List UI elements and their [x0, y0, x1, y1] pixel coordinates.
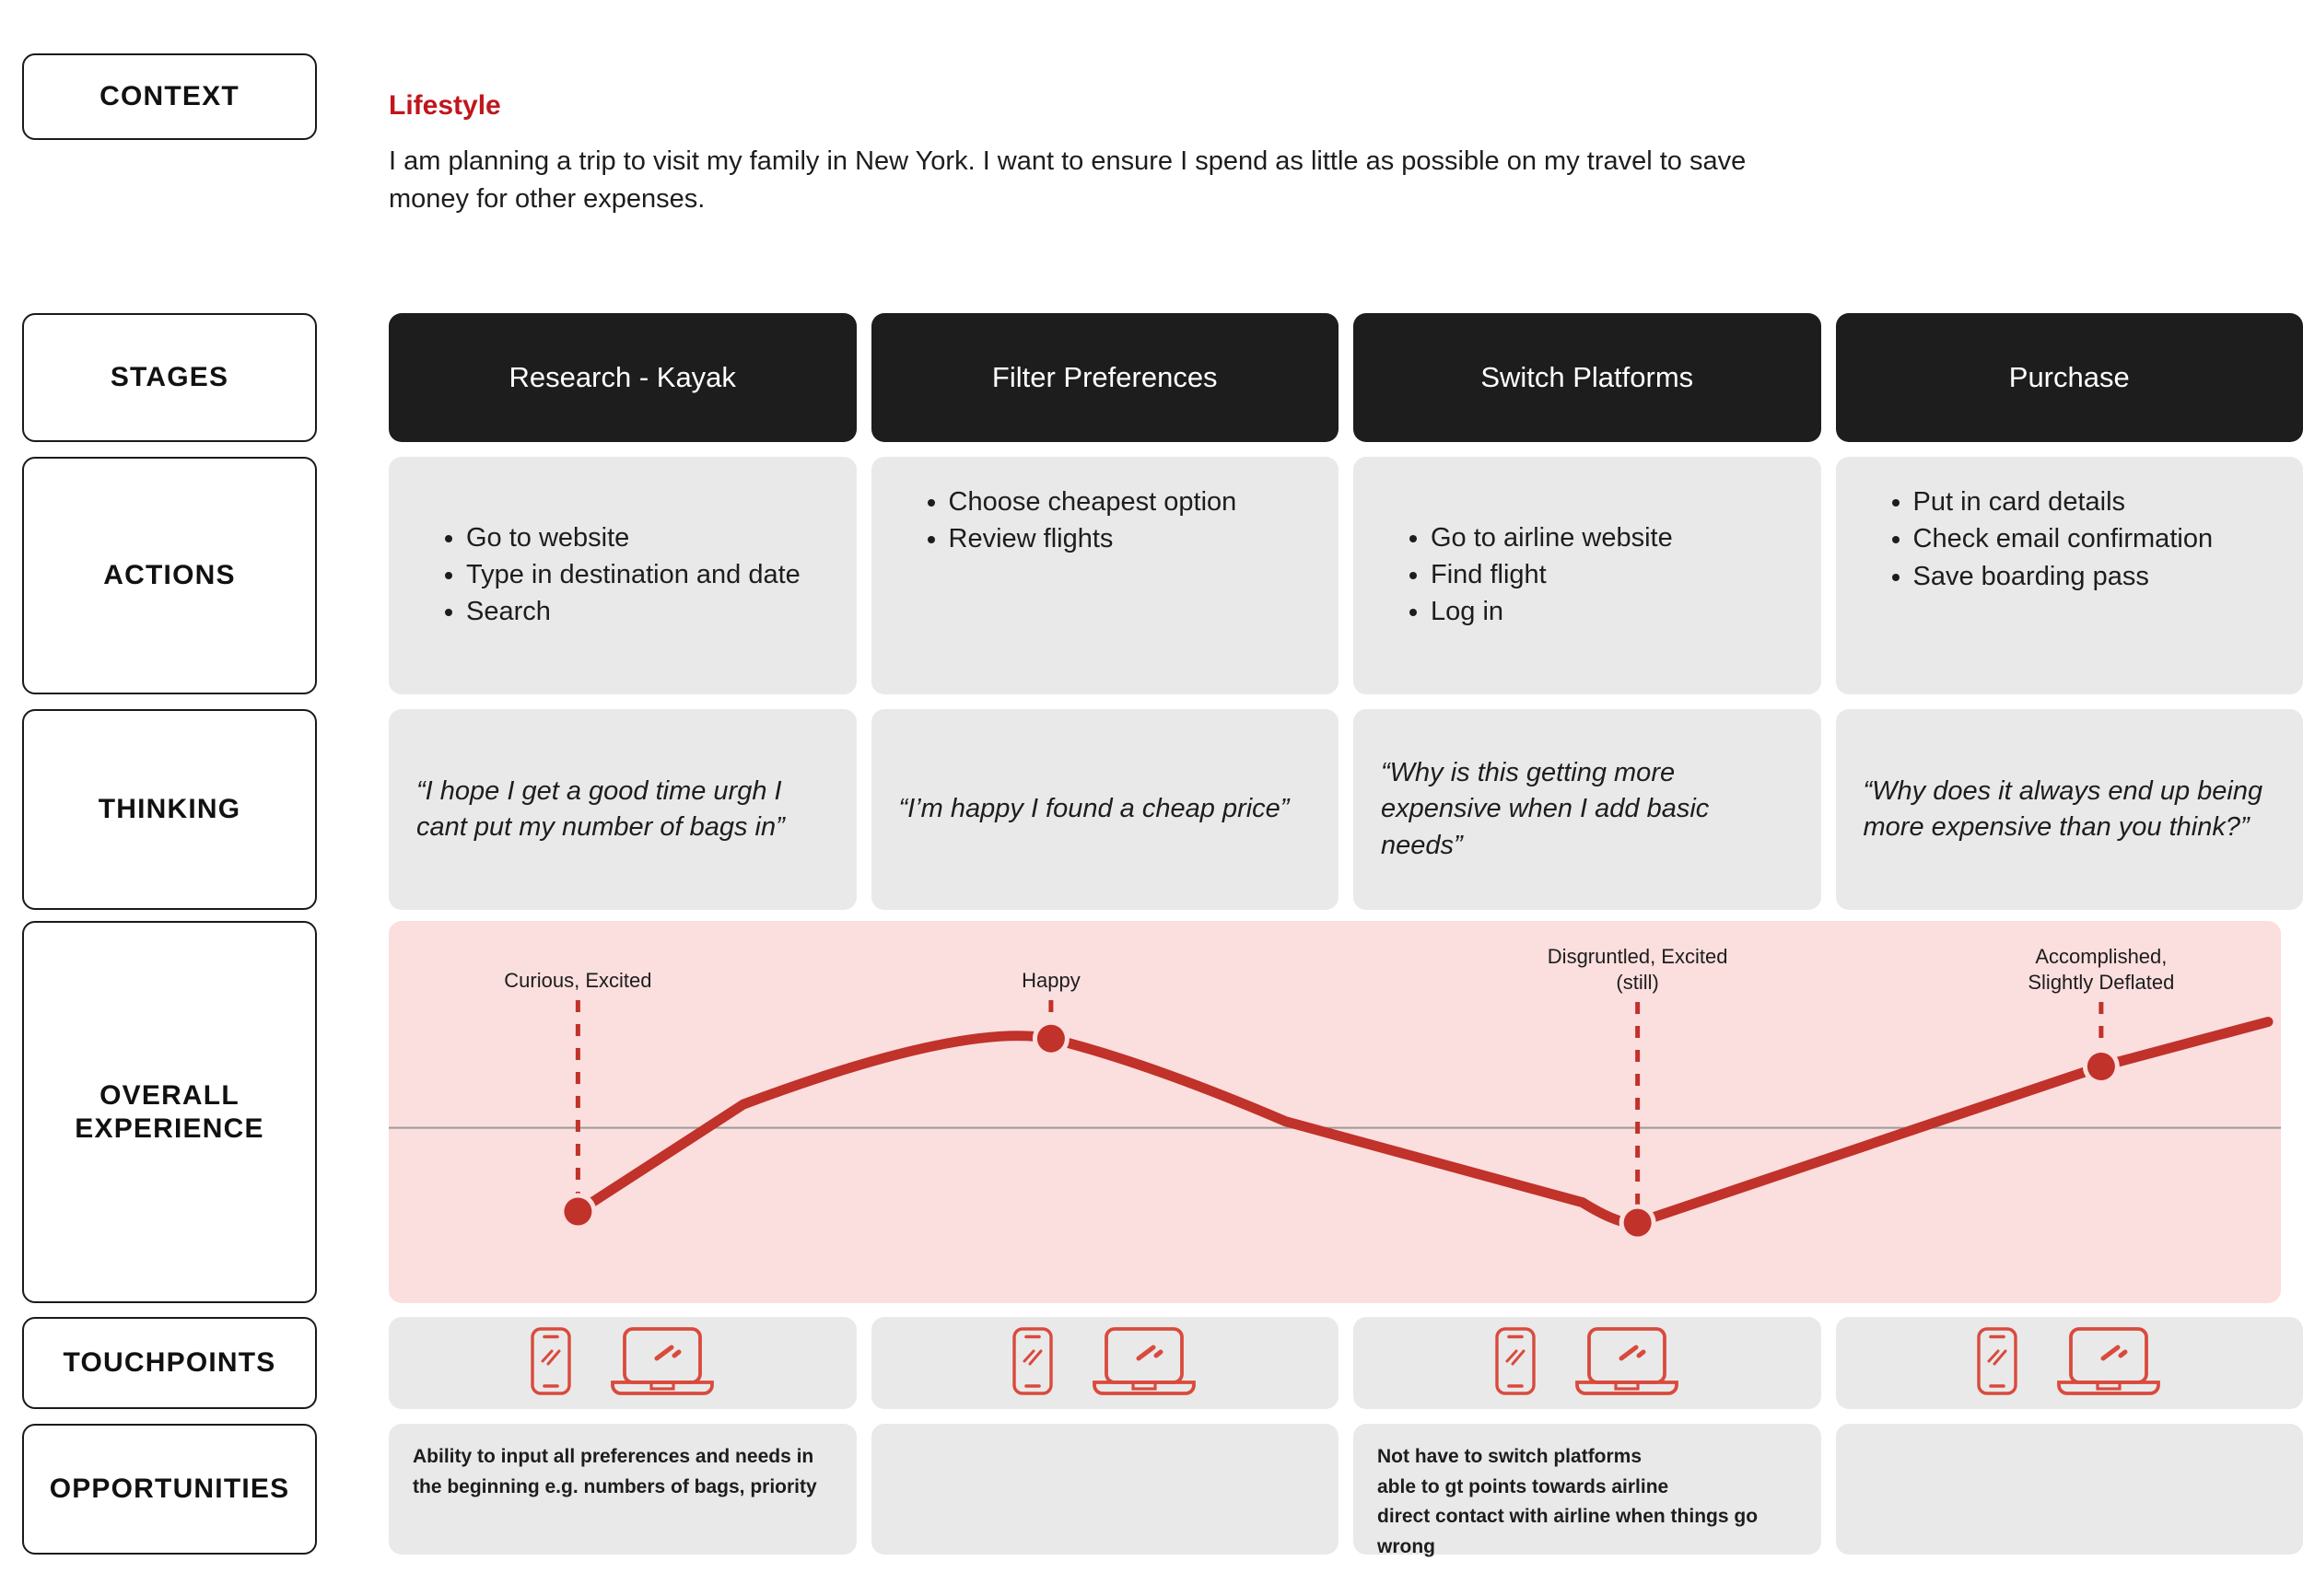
- list-item: Save boarding pass: [1913, 559, 2276, 594]
- list-item: Check email confirmation: [1913, 521, 2276, 556]
- emotion-label-1: Curious, Excited: [504, 969, 651, 992]
- opportunities-card-4[interactable]: [1835, 1424, 2303, 1555]
- laptop-icon: [609, 1325, 716, 1402]
- list-item: Review flights: [949, 521, 1312, 556]
- experience-point-1[interactable]: [564, 1197, 592, 1226]
- row-label-overall-experience: OVERALL EXPERIENCE: [22, 921, 317, 1303]
- thinking-quote-1: “I hope I get a good time urgh I cant pu…: [416, 775, 785, 842]
- emotion-label-4: Accomplished,Slightly Deflated: [2028, 945, 2174, 994]
- list-item: Go to airline website: [1431, 520, 1794, 555]
- stage-card-4[interactable]: Purchase: [1835, 313, 2303, 442]
- context-description: I am planning a trip to visit my family …: [389, 146, 1747, 215]
- touchpoints-row: [389, 1317, 2303, 1409]
- touchpoints-card-3[interactable]: [1353, 1317, 1821, 1409]
- row-label-actions: ACTIONS: [22, 457, 317, 694]
- list-item: Go to website: [466, 520, 829, 555]
- mobile-phone-icon: [1976, 1326, 2018, 1401]
- thinking-quote-4: “Why does it always end up being more ex…: [1863, 775, 2263, 842]
- actions-card-1[interactable]: Go to website Type in destination and da…: [389, 457, 857, 694]
- actions-list-1: Go to website Type in destination and da…: [466, 520, 829, 632]
- laptop-icon: [1573, 1325, 1680, 1402]
- row-label-touchpoints-text: TOUCHPOINTS: [63, 1347, 276, 1378]
- row-label-overall-experience-text: OVERALL EXPERIENCE: [75, 1079, 263, 1146]
- opportunities-card-1[interactable]: Ability to input all preferences and nee…: [389, 1424, 857, 1555]
- opportunities-card-2[interactable]: [871, 1424, 1339, 1555]
- emotion-labels: Curious, Excited Happy Disgruntled, Excite…: [504, 945, 2174, 994]
- mobile-phone-icon: [530, 1326, 572, 1401]
- experience-points: [559, 1019, 2120, 1241]
- opportunities-row: Ability to input all preferences and nee…: [389, 1424, 2303, 1557]
- connector-lines: [575, 1000, 2104, 1210]
- thinking-row: “I hope I get a good time urgh I cant pu…: [389, 709, 2303, 910]
- emotion-label-2: Happy: [1022, 969, 1081, 992]
- list-item: Find flight: [1431, 557, 1794, 592]
- actions-card-2[interactable]: Choose cheapest option Review flights: [871, 457, 1339, 694]
- row-label-touchpoints: TOUCHPOINTS: [22, 1317, 317, 1409]
- touchpoints-card-4[interactable]: [1835, 1317, 2303, 1409]
- row-label-thinking: THINKING: [22, 709, 317, 910]
- experience-line: [572, 1017, 2274, 1229]
- thinking-card-1[interactable]: “I hope I get a good time urgh I cant pu…: [389, 709, 857, 910]
- list-item: Put in card details: [1913, 484, 2276, 519]
- touchpoints-card-2[interactable]: [871, 1317, 1339, 1409]
- stage-card-1[interactable]: Research - Kayak: [389, 313, 857, 442]
- row-label-overall-line2: EXPERIENCE: [75, 1113, 264, 1144]
- stage-label-3: Switch Platforms: [1480, 361, 1694, 393]
- actions-row: Go to website Type in destination and da…: [389, 457, 2303, 694]
- row-label-context-text: CONTEXT: [99, 81, 240, 111]
- experience-point-3[interactable]: [1623, 1208, 1652, 1237]
- stage-card-3[interactable]: Switch Platforms: [1353, 313, 1821, 442]
- row-label-actions-text: ACTIONS: [103, 560, 236, 590]
- overall-experience-chart: Curious, Excited Happy Disgruntled, Excite…: [389, 921, 2281, 1303]
- stage-label-1: Research - Kayak: [509, 361, 736, 393]
- thinking-card-3[interactable]: “Why is this getting more expensive when…: [1353, 709, 1821, 910]
- list-item: Type in destination and date: [466, 557, 829, 592]
- row-label-overall-line1: OVERALL: [99, 1079, 240, 1111]
- row-label-thinking-text: THINKING: [98, 794, 241, 824]
- experience-point-4[interactable]: [2087, 1052, 2115, 1080]
- mobile-phone-icon: [1011, 1326, 1054, 1401]
- list-item: Log in: [1431, 594, 1794, 629]
- opportunities-text-1: Ability to input all preferences and nee…: [413, 1446, 817, 1497]
- actions-card-4[interactable]: Put in card details Check email confirma…: [1835, 457, 2303, 694]
- list-item: Search: [466, 594, 829, 629]
- actions-list-2: Choose cheapest option Review flights: [949, 484, 1312, 559]
- row-label-stages-text: STAGES: [110, 362, 229, 392]
- experience-curve-svg: Curious, Excited Happy Disgruntled, Excite…: [389, 945, 2281, 1241]
- actions-card-3[interactable]: Go to airline website Find flight Log in: [1353, 457, 1821, 694]
- stage-label-4: Purchase: [2008, 361, 2130, 393]
- mobile-phone-icon: [1494, 1326, 1537, 1401]
- stages-row: Research - Kayak Filter Preferences Swit…: [389, 313, 2303, 442]
- list-item: Choose cheapest option: [949, 484, 1312, 519]
- thinking-card-2[interactable]: “I’m happy I found a cheap price”: [871, 709, 1339, 910]
- actions-list-3: Go to airline website Find flight Log in: [1431, 520, 1794, 632]
- experience-point-2[interactable]: [1036, 1024, 1065, 1053]
- context-persona-title: Lifestyle: [389, 90, 501, 121]
- laptop-icon: [2055, 1325, 2162, 1402]
- thinking-quote-3: “Why is this getting more expensive when…: [1381, 758, 1710, 860]
- row-label-stages: STAGES: [22, 313, 317, 442]
- row-label-opportunities: OPPORTUNITIES: [22, 1424, 317, 1555]
- actions-list-4: Put in card details Check email confirma…: [1913, 484, 2276, 596]
- thinking-card-4[interactable]: “Why does it always end up being more ex…: [1835, 709, 2303, 910]
- stage-card-2[interactable]: Filter Preferences: [871, 313, 1339, 442]
- stage-label-2: Filter Preferences: [991, 361, 1218, 393]
- touchpoints-card-1[interactable]: [389, 1317, 857, 1409]
- row-label-context: CONTEXT: [22, 53, 317, 140]
- thinking-quote-2: “I’m happy I found a cheap price”: [898, 794, 1290, 824]
- emotion-label-3: Disgruntled, Excited(still): [1548, 945, 1728, 994]
- laptop-icon: [1091, 1325, 1198, 1402]
- row-label-opportunities-text: OPPORTUNITIES: [49, 1474, 290, 1504]
